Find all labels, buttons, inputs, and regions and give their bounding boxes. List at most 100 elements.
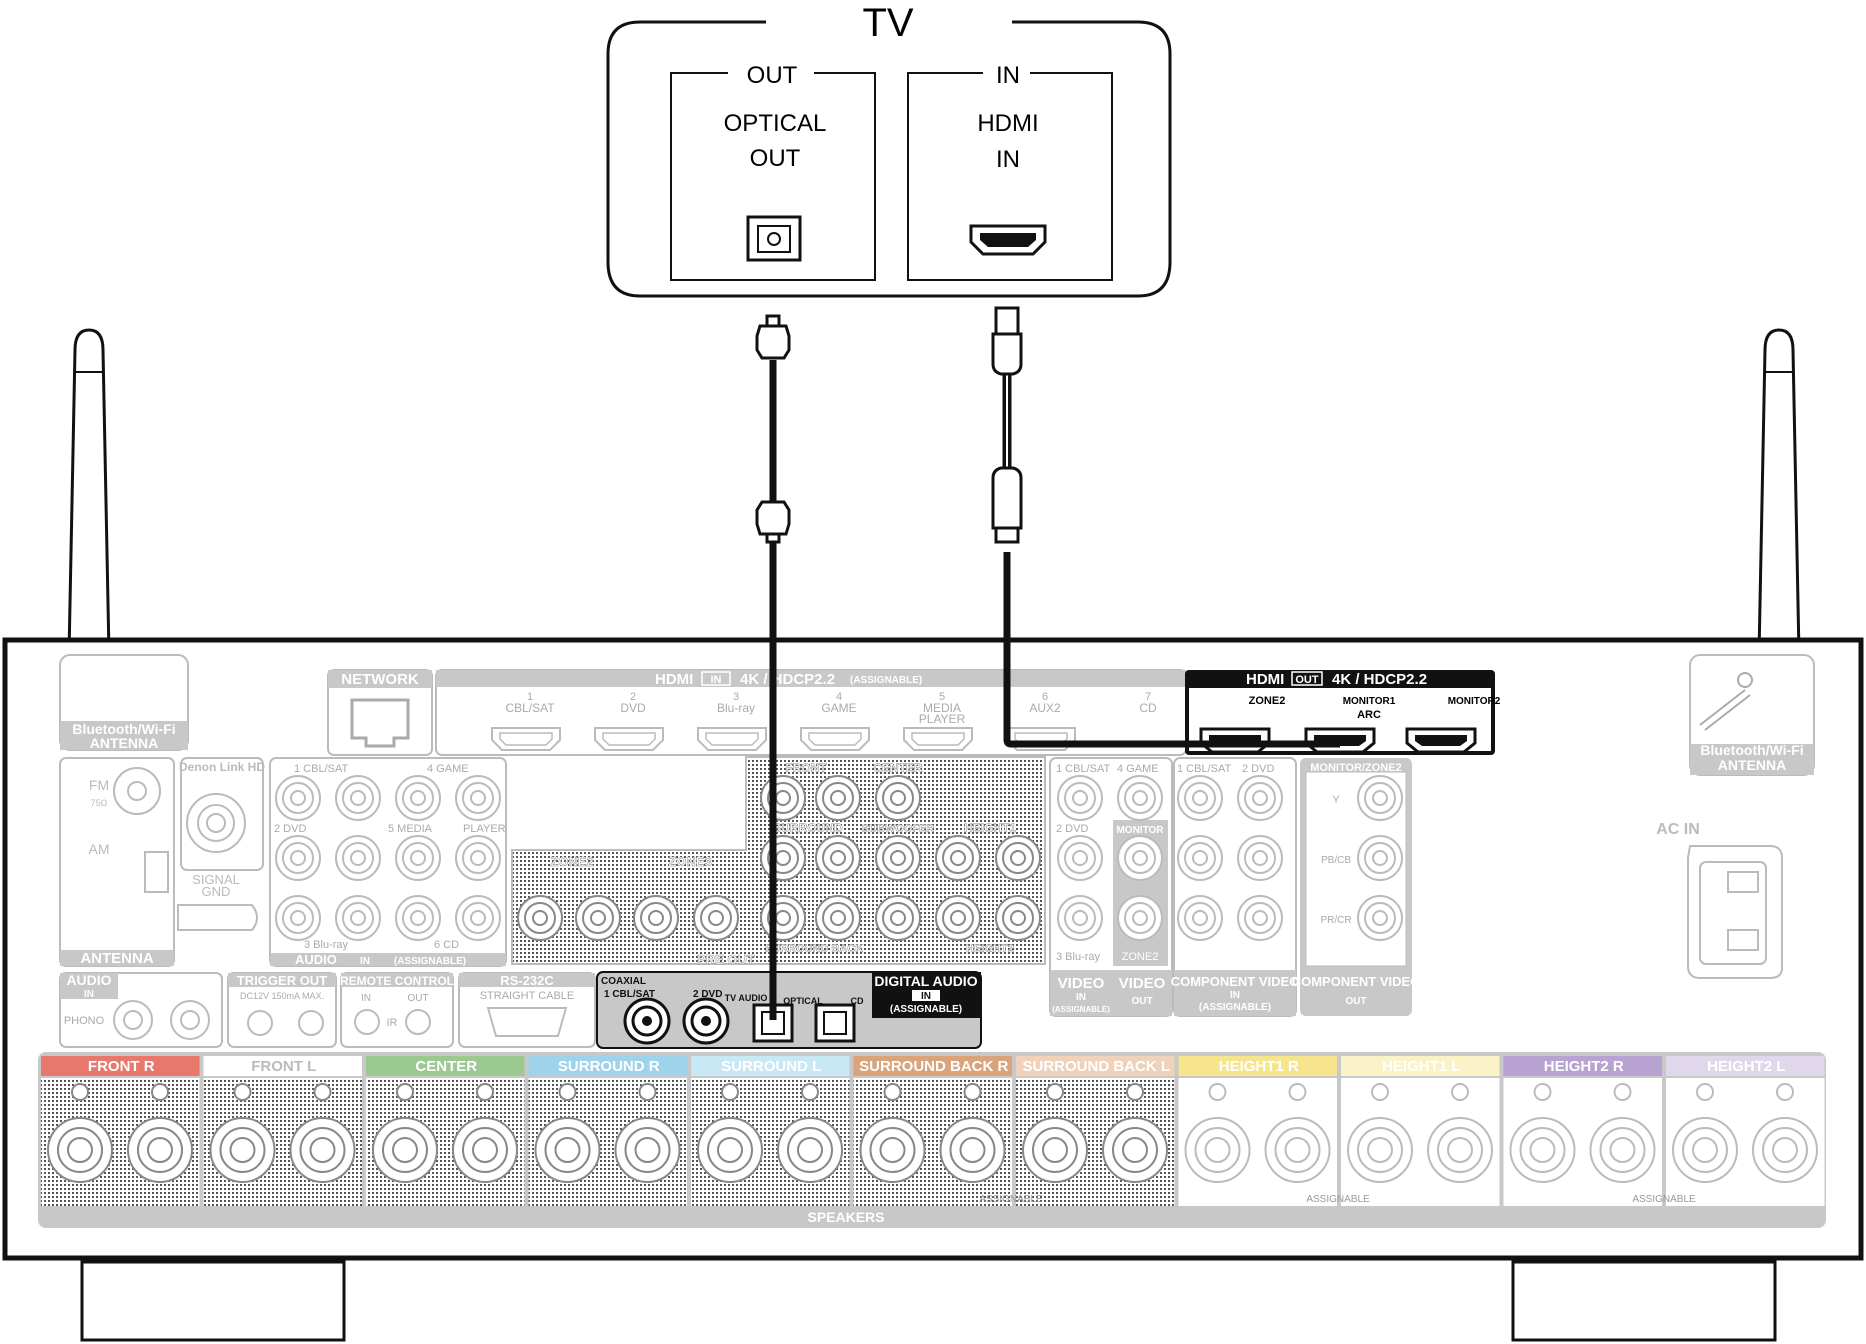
ac-inlet-icon[interactable]	[1687, 845, 1783, 979]
pre-out-jack-8[interactable]	[995, 835, 1041, 881]
bt-antenna-left: Bluetooth/Wi-Fi ANTENNA	[59, 654, 189, 751]
component-jack-4[interactable]	[1237, 835, 1283, 881]
pre-out-jack-1[interactable]	[760, 775, 806, 821]
audio-in-jack-8[interactable]	[455, 835, 501, 881]
hdmi-out-monitor2-port-icon[interactable]	[1405, 727, 1477, 754]
component-jack-7[interactable]	[1357, 775, 1403, 821]
hdmi-in-name-5: PLAYER	[919, 712, 966, 726]
pre-out-jack-3[interactable]	[875, 775, 921, 821]
hdmi-in-name-1: CBL/SAT	[505, 701, 555, 715]
phono-jack-l-icon[interactable]	[170, 1000, 210, 1040]
component-jack-6[interactable]	[1237, 895, 1283, 941]
audio-in-group: AUDIO IN (ASSIGNABLE) 1 CBL/SAT 4 GAME 2…	[269, 757, 507, 967]
pre-out-jack-2[interactable]	[815, 775, 861, 821]
speaker-binding-post-icon[interactable]	[289, 1083, 356, 1183]
pre-out-jack-10[interactable]	[815, 895, 861, 941]
video-jack-4[interactable]	[1117, 835, 1163, 881]
tv-optical-port-icon[interactable]	[746, 215, 802, 262]
speaker-channel-label-11: HEIGHT2 L	[1707, 1058, 1785, 1075]
hdmi-in-4-port-icon[interactable]	[800, 727, 870, 751]
speaker-binding-post-icon[interactable]	[1347, 1083, 1413, 1183]
speaker-binding-post-icon[interactable]	[1264, 1083, 1331, 1183]
speaker-binding-post-icon[interactable]	[697, 1083, 763, 1183]
pre-out-jack-4[interactable]	[760, 835, 806, 881]
speaker-binding-post-icon[interactable]	[939, 1083, 1006, 1183]
speaker-binding-post-icon[interactable]	[1672, 1083, 1738, 1183]
speaker-binding-post-icon[interactable]	[452, 1083, 518, 1183]
video-jack-6[interactable]	[1117, 895, 1163, 941]
speaker-binding-post-icon[interactable]	[534, 1083, 601, 1183]
optical-cd-port-icon[interactable]	[814, 1003, 856, 1043]
hdmi-out-arc-label: ARC	[1357, 709, 1381, 721]
audio-in-jack-9[interactable]	[275, 895, 321, 941]
component-jack-3[interactable]	[1177, 835, 1223, 881]
audio-in-jack-12[interactable]	[455, 895, 501, 941]
remote-out-jack-icon[interactable]	[405, 1009, 431, 1035]
component-jack-8[interactable]	[1357, 835, 1403, 881]
audio-in-jack-4[interactable]	[455, 775, 501, 821]
pre-out-jack-15[interactable]	[575, 895, 621, 941]
speaker-binding-post-icon[interactable]	[209, 1083, 276, 1183]
hdmi-in-5-port-icon[interactable]	[903, 727, 973, 751]
remote-in-jack-icon[interactable]	[354, 1009, 380, 1035]
speaker-binding-post-icon[interactable]	[1427, 1083, 1493, 1183]
speaker-binding-post-icon[interactable]	[859, 1083, 926, 1183]
pre-out-jack-13[interactable]	[995, 895, 1041, 941]
video-jack-3[interactable]	[1057, 835, 1103, 881]
audio-in-jack-3[interactable]	[395, 775, 441, 821]
audio-in-jack-6[interactable]	[335, 835, 381, 881]
speaker-binding-post-icon[interactable]	[1184, 1083, 1251, 1183]
speaker-binding-post-icon[interactable]	[1102, 1083, 1168, 1183]
speaker-binding-post-icon[interactable]	[372, 1083, 438, 1183]
video-jack-1[interactable]	[1057, 775, 1103, 821]
pre-out-jack-5[interactable]	[815, 835, 861, 881]
component-jack-1[interactable]	[1177, 775, 1223, 821]
hdmi-in-1-port-icon[interactable]	[491, 727, 561, 751]
pre-out-jack-17[interactable]	[693, 895, 739, 941]
video-jack-5[interactable]	[1057, 895, 1103, 941]
am-terminal-icon[interactable]	[144, 851, 169, 893]
coaxial-2-jack-icon[interactable]	[682, 997, 730, 1045]
hdmi-in-3-port-icon[interactable]	[697, 727, 767, 751]
speaker-binding-post-icon[interactable]	[1752, 1083, 1818, 1183]
antenna-left-icon[interactable]	[66, 328, 112, 707]
fm-jack-icon[interactable]	[113, 767, 161, 815]
pre-out-jack-12[interactable]	[935, 895, 981, 941]
component-jack-5[interactable]	[1177, 895, 1223, 941]
pre-out-surround-label: SURROUND	[773, 821, 843, 835]
audio-in-jack-11[interactable]	[395, 895, 441, 941]
component-jack-9[interactable]	[1357, 895, 1403, 941]
component-jack-2[interactable]	[1237, 775, 1283, 821]
component-in-label: COMPONENT VIDEO	[1171, 974, 1300, 989]
audio-in-jack-2[interactable]	[335, 775, 381, 821]
denon-link-jack-icon[interactable]	[186, 793, 246, 853]
phono-jack-r-icon[interactable]	[113, 1000, 153, 1040]
trigger-out-2-icon[interactable]	[298, 1010, 324, 1036]
audio-in-jack-1[interactable]	[275, 775, 321, 821]
speaker-binding-post-icon[interactable]	[1509, 1083, 1576, 1183]
pre-out-jack-14[interactable]	[517, 895, 563, 941]
pre-out-jack-9[interactable]	[760, 895, 806, 941]
pre-out-jack-7[interactable]	[935, 835, 981, 881]
audio-in-jack-5[interactable]	[275, 835, 321, 881]
speaker-binding-post-icon[interactable]	[777, 1083, 843, 1183]
trigger-out-1-icon[interactable]	[247, 1010, 273, 1036]
hdmi-in-2-port-icon[interactable]	[594, 727, 664, 751]
speaker-binding-post-icon[interactable]	[127, 1083, 193, 1183]
ethernet-port-icon[interactable]	[350, 698, 410, 748]
speaker-binding-post-icon[interactable]	[1022, 1083, 1088, 1183]
tv-hdmi-port-icon[interactable]	[969, 224, 1047, 256]
speaker-binding-post-icon[interactable]	[1589, 1083, 1656, 1183]
signal-gnd-terminal-icon[interactable]	[177, 904, 258, 931]
pre-out-jack-11[interactable]	[875, 895, 921, 941]
pre-out-jack-6[interactable]	[875, 835, 921, 881]
pre-out-jack-16[interactable]	[633, 895, 679, 941]
coaxial-1-jack-icon[interactable]	[623, 997, 671, 1045]
audio-in-jack-10[interactable]	[335, 895, 381, 941]
rs232c-port-icon[interactable]	[486, 1007, 568, 1037]
speaker-binding-post-icon[interactable]	[614, 1083, 681, 1183]
speaker-binding-post-icon[interactable]	[47, 1083, 113, 1183]
video-jack-2[interactable]	[1117, 775, 1163, 821]
antenna-right-icon[interactable]	[1756, 328, 1802, 707]
audio-in-jack-7[interactable]	[395, 835, 441, 881]
